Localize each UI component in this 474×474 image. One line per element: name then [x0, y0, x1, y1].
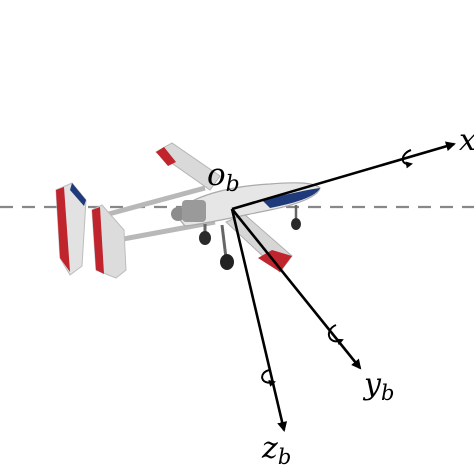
z-axis-letter: z	[261, 431, 278, 466]
wing-upper	[155, 142, 221, 191]
tail-fin-left-stripe	[56, 187, 70, 272]
z-axis-arrow	[230, 208, 288, 432]
y-rotation-arrow-icon	[327, 324, 344, 346]
x-axis-label: x	[459, 123, 474, 158]
x-axis-letter: x	[459, 123, 474, 158]
y-axis-label: yb	[362, 367, 394, 405]
gear-wheel-nose	[291, 218, 301, 230]
gear-wheel-rear	[199, 231, 211, 245]
aircraft-body	[55, 142, 321, 279]
z-axis-label: zb	[261, 431, 291, 469]
origin-subscript: b	[226, 172, 240, 197]
propeller-hub	[171, 207, 185, 221]
tail-fin-right-stripe	[92, 207, 104, 274]
wing-upper-stripe	[156, 147, 176, 166]
gear-wheel-main	[220, 254, 234, 270]
z-axis-subscript: b	[278, 445, 291, 469]
tail-boom-lower	[117, 219, 216, 243]
x-rotation-arrow-icon	[401, 149, 413, 169]
tail-fin-left-blue	[70, 183, 86, 206]
z-rotation-arrow-icon	[261, 369, 276, 387]
y-axis-subscript: b	[381, 381, 394, 405]
x-axis-arrow	[231, 141, 456, 211]
tail-boom-upper	[104, 185, 206, 218]
origin-label: ob	[207, 157, 240, 197]
origin-letter: o	[207, 157, 226, 193]
engine-block	[182, 200, 206, 222]
y-axis-letter: y	[362, 367, 382, 402]
nose-stripe	[262, 188, 320, 208]
gear-strut-main	[220, 224, 228, 259]
